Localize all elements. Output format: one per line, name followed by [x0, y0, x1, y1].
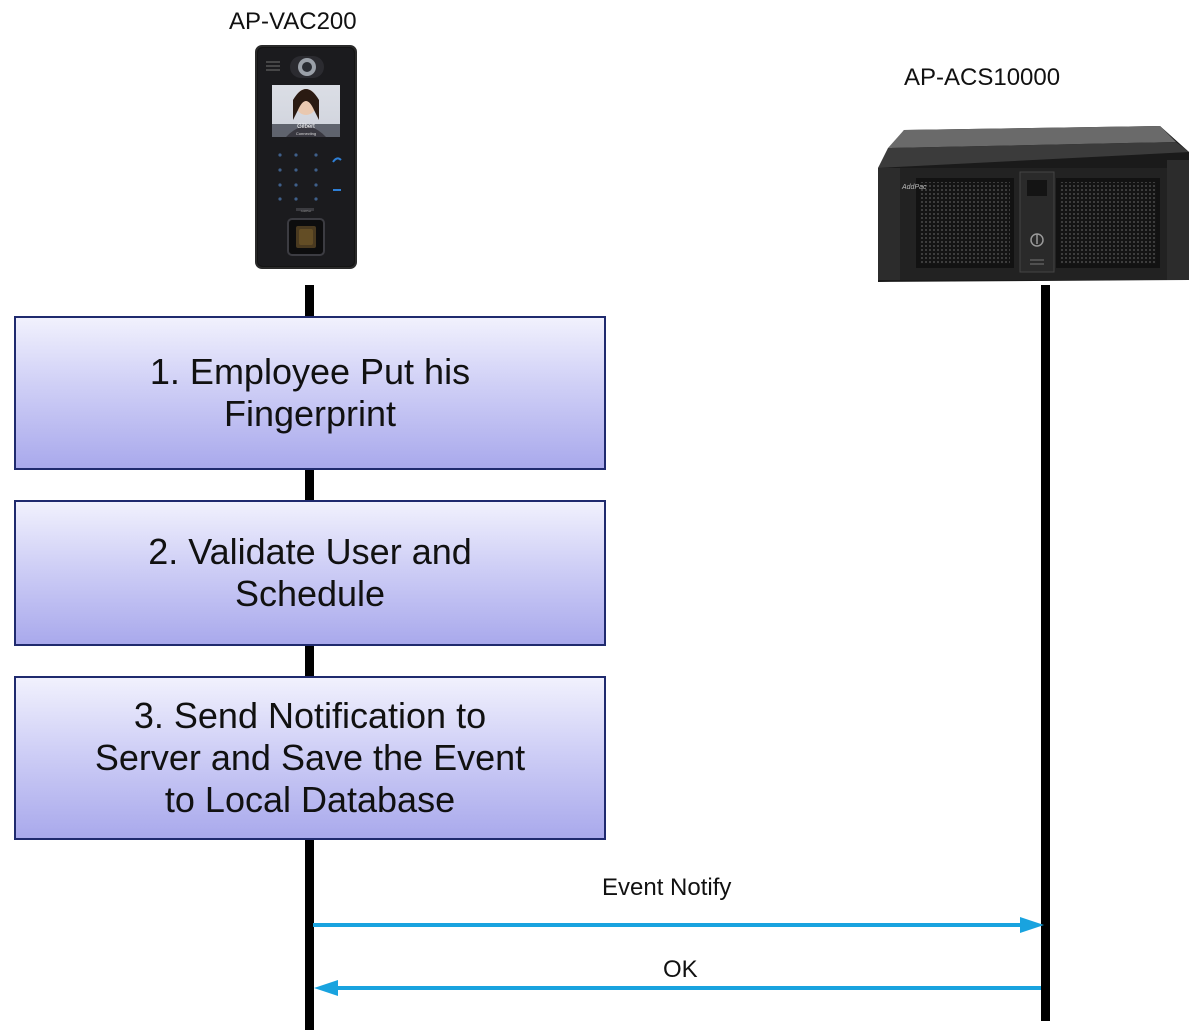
device-screen-name: Gilbert — [297, 124, 315, 130]
step-box-3: 3. Send Notification to Server and Save … — [14, 676, 606, 840]
step-2-line-1: 2. Validate User and — [148, 531, 472, 572]
step-box-2: 2. Validate User and Schedule — [14, 500, 606, 646]
lifeline-left — [305, 285, 314, 1030]
step-box-1: 1. Employee Put his Fingerprint — [14, 316, 606, 470]
arrow-ok — [314, 980, 1041, 996]
device-brand-right: AddPac — [902, 184, 927, 191]
lifeline-right — [1041, 285, 1050, 1021]
message-label-ok: OK — [663, 956, 698, 983]
step-3-line-2: Server and Save the Event — [94, 737, 526, 778]
message-label-event-notify: Event Notify — [602, 874, 732, 901]
rack-server-device — [878, 126, 1189, 282]
step-1-line-1: 1. Employee Put his — [149, 351, 471, 392]
device-brand-left: AddPac — [300, 209, 312, 213]
device-label-left: AP-VAC200 — [229, 8, 357, 35]
device-screen-status: Connecting — [295, 131, 317, 136]
device-label-right: AP-ACS10000 — [904, 64, 1061, 91]
step-3-line-3: to Local Database — [164, 779, 456, 820]
access-terminal-device — [255, 45, 357, 269]
step-1-line-2: Fingerprint — [223, 393, 397, 434]
step-3-line-1: 3. Send Notification to — [133, 695, 487, 736]
step-2-line-2: Schedule — [234, 573, 386, 614]
arrow-event-notify — [313, 917, 1044, 933]
